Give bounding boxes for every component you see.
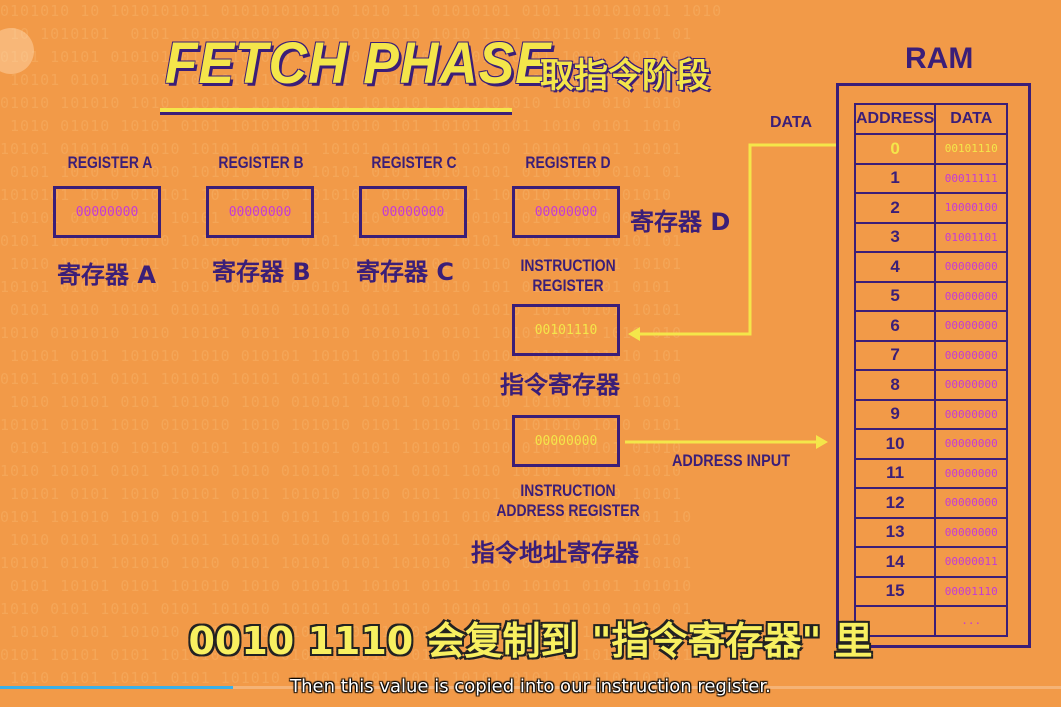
ram-header-data: DATA — [934, 103, 1009, 135]
ram-header-address: ADDRESS — [853, 103, 937, 135]
ram-address-cell: 10 — [853, 428, 937, 460]
ram-address-cell: 9 — [853, 398, 937, 430]
video-progress-fill — [0, 686, 234, 689]
title-underline — [160, 108, 512, 115]
ram-data-cell: 00000000 — [934, 516, 1009, 548]
register-b-label: REGISTER B — [218, 153, 304, 172]
ram-frame — [836, 83, 1031, 648]
ram-data-cell: 00101110 — [934, 133, 1009, 165]
ram-address-cell: 0 — [853, 133, 937, 165]
register-d-box: 00000000 — [512, 186, 620, 238]
ram-address-cell: 11 — [853, 457, 937, 489]
ram-data-cell: 00000000 — [934, 310, 1009, 342]
ram-data-cell: 00000011 — [934, 546, 1009, 578]
ram-data-cell: 00000000 — [934, 280, 1009, 312]
ram-address-cell: 14 — [853, 546, 937, 578]
address-input-label: ADDRESS INPUT — [672, 451, 791, 470]
register-a-box: 00000000 — [53, 186, 161, 238]
register-c-cn-label: 寄存器 C — [356, 258, 454, 286]
ram-data-cell: 00000000 — [934, 251, 1009, 283]
ram-data-cell: 00000000 — [934, 398, 1009, 430]
ram-address-cell: 12 — [853, 487, 937, 519]
ram-address-cell: 13 — [853, 516, 937, 548]
register-a-cn-label: 寄存器 A — [57, 261, 156, 289]
instruction-address-register-cn-label: 指令地址寄存器 — [471, 539, 639, 567]
instruction-register-cn-label: 指令寄存器 — [500, 371, 620, 399]
ram-address-cell: 1 — [853, 162, 937, 194]
data-arrow-label: DATA — [770, 114, 813, 131]
register-b-box: 00000000 — [206, 186, 314, 238]
data-arrow-head — [628, 327, 640, 341]
ram-address-cell: 2 — [853, 192, 937, 224]
ram-address-cell — [853, 605, 937, 637]
ram-address-cell: 6 — [853, 310, 937, 342]
instruction-register-box: 00101110 — [512, 304, 620, 356]
register-d-cn-label: 寄存器 D — [630, 208, 731, 236]
ram-address-cell: 8 — [853, 369, 937, 401]
instruction-register-label-line2: REGISTER — [532, 276, 604, 295]
register-b-cn-label: 寄存器 B — [212, 258, 311, 286]
ram-data-cell: 00000000 — [934, 457, 1009, 489]
ram-title: RAM — [905, 42, 974, 75]
ram-address-cell: 3 — [853, 221, 937, 253]
video-progress-bar[interactable] — [0, 686, 1061, 689]
ram-data-cell: 10000100 — [934, 192, 1009, 224]
address-arrow-head — [816, 435, 828, 449]
page-title-cn: 取指令阶段 — [540, 56, 710, 96]
ram-address-cell: 4 — [853, 251, 937, 283]
ram-data-cell: 00000000 — [934, 339, 1009, 371]
register-a-label: REGISTER A — [67, 153, 153, 172]
ram-data-cell: 00011111 — [934, 162, 1009, 194]
register-c-box: 00000000 — [359, 186, 467, 238]
ram-data-cell: 00001110 — [934, 575, 1009, 607]
register-d-label: REGISTER D — [525, 153, 611, 172]
ram-address-cell: 15 — [853, 575, 937, 607]
instruction-address-register-label-line1: INSTRUCTION — [520, 481, 616, 500]
ram-data-cell: 00000000 — [934, 369, 1009, 401]
ram-data-cell: 00000000 — [934, 428, 1009, 460]
data-arrow-line — [638, 143, 836, 336]
ram-row: ... — [853, 605, 1009, 637]
ram-data-cell: 01001101 — [934, 221, 1009, 253]
register-c-label: REGISTER C — [371, 153, 457, 172]
ram-data-cell: 00000000 — [934, 487, 1009, 519]
ram-address-cell: 5 — [853, 280, 937, 312]
instruction-address-register-label-line2: ADDRESS REGISTER — [496, 501, 640, 520]
instruction-register-label-line1: INSTRUCTION — [520, 256, 616, 275]
instruction-address-register-box: 00000000 — [512, 415, 620, 467]
page-title: FETCH PHASE — [165, 31, 552, 96]
ram-address-cell: 7 — [853, 339, 937, 371]
ram-data-cell-ellipsis: ... — [934, 605, 1009, 637]
subtitle-chinese: 0010 1110 会复制到 "指令寄存器" 里 — [188, 619, 873, 663]
subtitle-english: Then this value is copied into our instr… — [290, 676, 771, 697]
